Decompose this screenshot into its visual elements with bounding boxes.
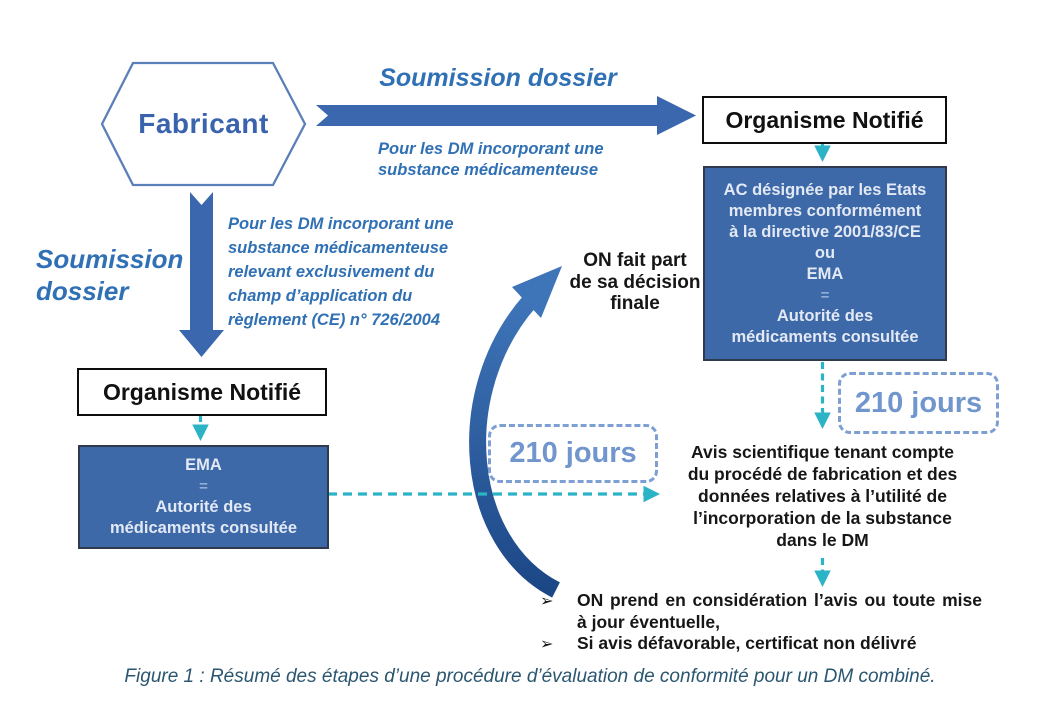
bullet-item: ➢ ON prend en considération l’avis ou to… <box>540 590 982 633</box>
soumission-dossier-top-label: Soumission dossier <box>379 64 617 92</box>
soumission-top-note: Pour les DM incorporant une substance mé… <box>378 140 604 179</box>
bullet-text: Si avis défavorable, certificat non déli… <box>577 633 917 653</box>
arrow-bullet-icon: ➢ <box>540 593 554 610</box>
avis-scientifique-block: Avis scientifique tenant compte du procé… <box>687 442 958 550</box>
conclusion-bullets: ➢ ON prend en considération l’avis ou to… <box>540 590 982 656</box>
submission-down-arrow <box>179 192 224 357</box>
submission-right-arrow <box>316 96 696 135</box>
fabricant-label: Fabricant <box>138 108 269 139</box>
fabricant-hexagon <box>100 61 307 187</box>
organisme-notifie-box-left: Organisme Notifié <box>77 368 327 416</box>
badge-210-jours-right: 210 jours <box>838 372 999 434</box>
figure-caption: Figure 1 : Résumé des étapes d’une procé… <box>124 666 936 687</box>
badge-210-jours-left: 210 jours <box>488 424 658 483</box>
arrow-bullet-icon: ➢ <box>540 636 554 653</box>
curved-feedback-arrow <box>469 295 561 598</box>
soumission-dossier-left-label: Soumission dossier <box>36 244 184 306</box>
curved-feedback-arrowhead <box>512 266 562 318</box>
on-decision-note: ON fait part de sa décision finale <box>569 250 701 314</box>
left-regulation-note: Pour les DM incorporant une substance mé… <box>228 215 454 329</box>
organisme-notifie-box-right: Organisme Notifié <box>702 96 947 144</box>
bullet-text: ON prend en considération l’avis ou tout… <box>577 590 982 632</box>
bullet-item: ➢ Si avis défavorable, certificat non dé… <box>540 633 982 656</box>
